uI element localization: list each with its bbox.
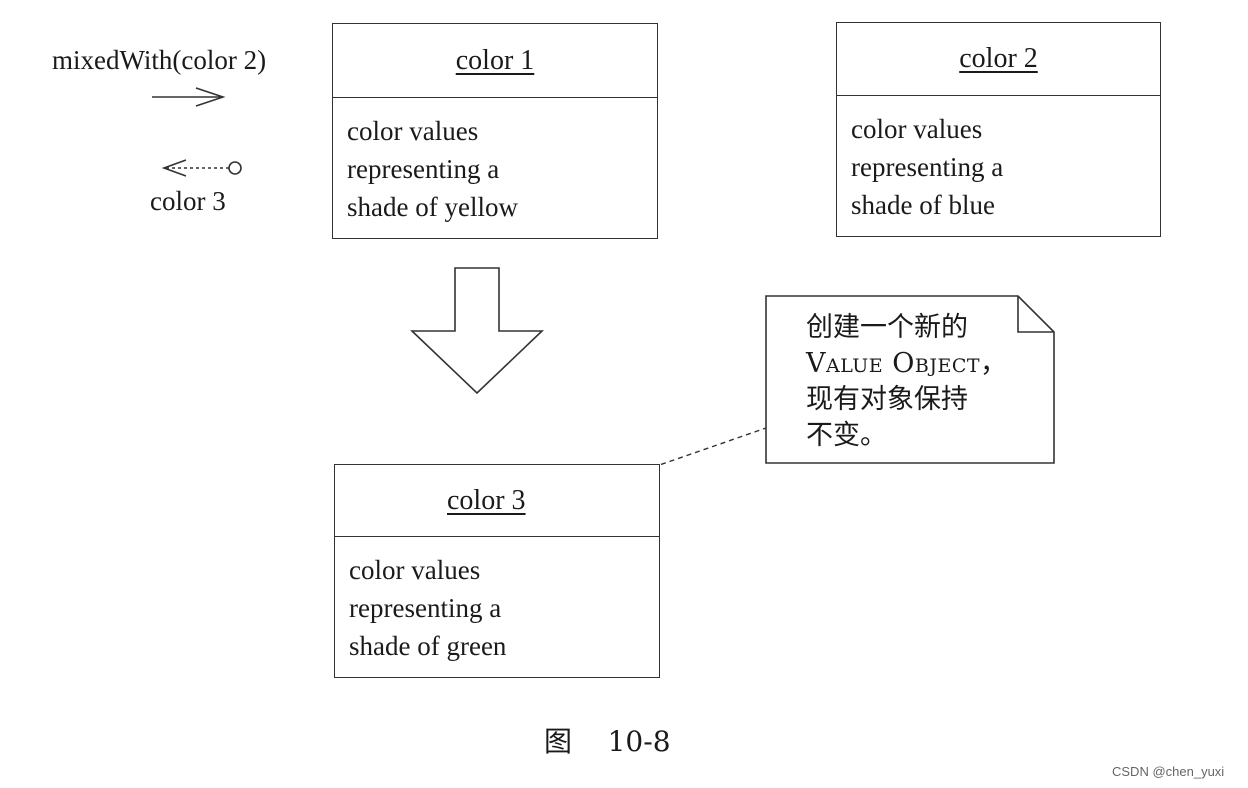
attribute-line: color values bbox=[349, 555, 481, 585]
note-line: 不变。 bbox=[806, 420, 887, 451]
object-color-1-name: color 1 bbox=[455, 44, 535, 76]
return-arrow bbox=[161, 159, 242, 177]
note-line: Value Object， bbox=[806, 348, 1008, 379]
return-label: color 3 bbox=[150, 186, 226, 216]
figure-caption: 图 10-8 bbox=[544, 725, 671, 758]
object-color-2-header: color 2 bbox=[837, 23, 1160, 96]
note-link bbox=[575, 427, 767, 495]
object-color-3-attributes: color values representing a shade of gre… bbox=[335, 537, 659, 665]
object-color-1: color 1 color values representing a shad… bbox=[332, 23, 658, 239]
attribute-line: shade of green bbox=[349, 631, 507, 661]
note-shape bbox=[765, 295, 1055, 464]
note-line: 创建一个新的 bbox=[806, 312, 968, 343]
call-label: mixedWith(color 2) bbox=[52, 45, 267, 75]
attribute-line: representing a bbox=[851, 152, 1004, 182]
object-color-3-header: color 3 bbox=[335, 465, 659, 537]
object-color-3: color 3 color values representing a shad… bbox=[334, 464, 660, 678]
attribute-line: shade of yellow bbox=[347, 192, 518, 222]
credit-watermark: CSDN @chen_yuxi bbox=[1112, 764, 1225, 779]
object-color-2-attributes: color values representing a shade of blu… bbox=[837, 96, 1160, 224]
object-color-1-header: color 1 bbox=[333, 24, 657, 98]
object-color-3-name: color 3 bbox=[447, 484, 526, 516]
attribute-line: color values bbox=[347, 116, 479, 146]
attribute-line: color values bbox=[851, 114, 983, 144]
note-line: 现有对象保持 bbox=[806, 384, 968, 415]
transform-down-arrow bbox=[410, 267, 544, 395]
object-color-2: color 2 color values representing a shad… bbox=[836, 22, 1161, 237]
attribute-line: representing a bbox=[349, 593, 502, 623]
call-arrow bbox=[152, 87, 226, 107]
note-text: 创建一个新的 Value Object， 现有对象保持 不变。 bbox=[806, 310, 1008, 454]
object-color-2-name: color 2 bbox=[959, 43, 1038, 74]
attribute-line: representing a bbox=[347, 154, 500, 184]
object-color-1-attributes: color values representing a shade of yel… bbox=[333, 98, 657, 226]
attribute-line: shade of blue bbox=[851, 190, 995, 220]
